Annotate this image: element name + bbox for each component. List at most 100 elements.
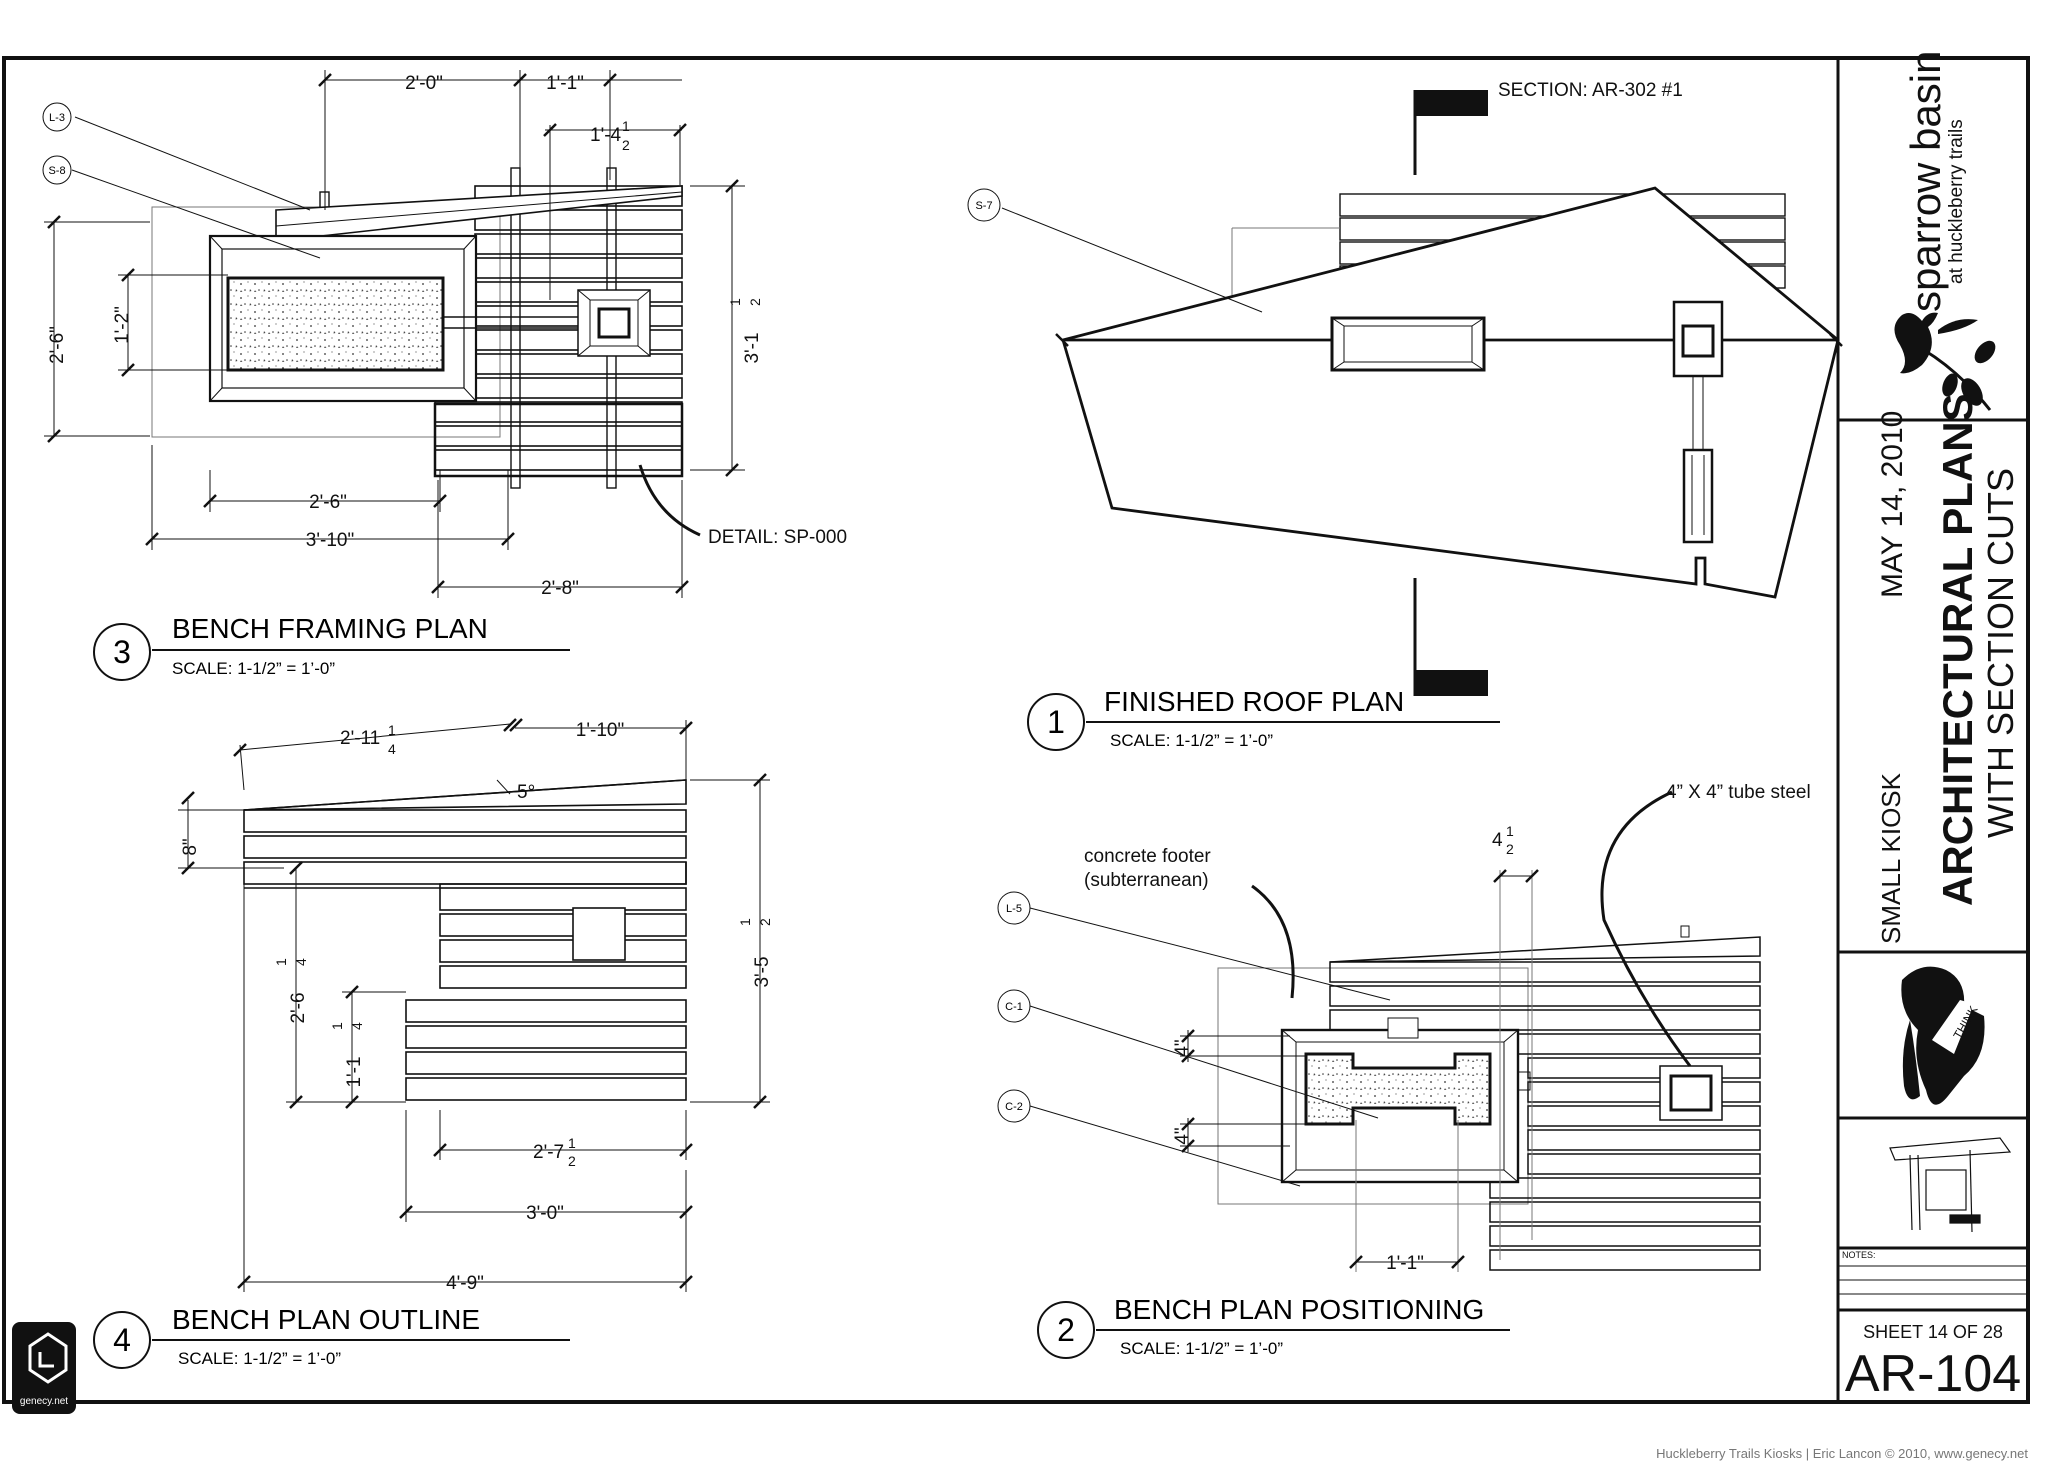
svg-text:1: 1 bbox=[329, 1022, 345, 1030]
svg-text:L-5: L-5 bbox=[1006, 903, 1022, 915]
svg-text:1: 1 bbox=[1506, 823, 1514, 839]
finished-roof-plan bbox=[1001, 186, 1843, 599]
svg-text:1: 1 bbox=[737, 918, 753, 926]
sheet-date: MAY 14, 2010 bbox=[1876, 410, 1909, 598]
svg-text:4": 4" bbox=[1172, 1127, 1193, 1144]
svg-text:2'-6": 2'-6" bbox=[309, 492, 347, 513]
svg-text:8": 8" bbox=[180, 838, 201, 855]
svg-text:3'-5: 3'-5 bbox=[752, 956, 773, 987]
svg-text:4: 4 bbox=[1492, 830, 1503, 851]
sheet-border bbox=[2, 56, 2030, 1404]
svg-text:SCALE: 1-1/2” = 1’-0”: SCALE: 1-1/2” = 1’-0” bbox=[1110, 731, 1273, 750]
svg-text:4: 4 bbox=[349, 1022, 365, 1030]
svg-text:C-1: C-1 bbox=[1005, 1001, 1023, 1013]
svg-text:3: 3 bbox=[113, 634, 131, 670]
sheet-number: AR-104 bbox=[1844, 1345, 2022, 1403]
svg-text:SCALE: 1-1/2” = 1’-0”: SCALE: 1-1/2” = 1’-0” bbox=[1120, 1339, 1283, 1358]
framing-tag-l3: L-3 bbox=[42, 102, 72, 132]
svg-text:1: 1 bbox=[568, 1135, 576, 1151]
svg-text:1'-1: 1'-1 bbox=[344, 1056, 365, 1087]
positioning-tag-c1: C-1 bbox=[997, 989, 1031, 1023]
view-title-3: 3 BENCH FRAMING PLAN SCALE: 1-1/2” = 1’-… bbox=[93, 613, 570, 681]
svg-text:2'-11: 2'-11 bbox=[340, 728, 380, 749]
sheet-title-line2: WITH SECTION CUTS bbox=[1980, 468, 2021, 838]
svg-text:5°: 5° bbox=[517, 782, 535, 803]
svg-text:2: 2 bbox=[1506, 841, 1514, 857]
outline-dimension-lines bbox=[178, 720, 770, 1292]
bench-framing-plan bbox=[71, 116, 701, 537]
brand-subtitle: at huckleberry trails bbox=[1946, 119, 1967, 284]
svg-text:4: 4 bbox=[388, 741, 396, 757]
svg-text:1'-4: 1'-4 bbox=[590, 125, 622, 146]
svg-text:4: 4 bbox=[293, 958, 309, 966]
notes-label: NOTES: bbox=[1842, 1250, 1876, 1260]
svg-text:FINISHED ROOF PLAN: FINISHED ROOF PLAN bbox=[1104, 686, 1404, 717]
framing-tag-s8: S-8 bbox=[42, 155, 72, 185]
positioning-tag-l5: L-5 bbox=[997, 891, 1031, 925]
brand-name: sparrow basin bbox=[1902, 50, 1949, 312]
framing-dimension-labels: 2'-0" 1'-1" 1'-4 1 2 2'-6" 1'-2" 3'-1 1 … bbox=[47, 73, 847, 599]
svg-text:1: 1 bbox=[727, 298, 743, 306]
svg-text:genecy.net: genecy.net bbox=[20, 1396, 68, 1407]
svg-text:2: 2 bbox=[1057, 1312, 1075, 1348]
kiosk-label: SMALL KIOSK bbox=[1876, 773, 1906, 944]
svg-text:BENCH PLAN POSITIONING: BENCH PLAN POSITIONING bbox=[1114, 1294, 1484, 1325]
svg-text:4'-9": 4'-9" bbox=[446, 1273, 484, 1294]
svg-text:1'-2": 1'-2" bbox=[112, 306, 133, 344]
outline-dimension-labels: 2'-11 1 4 1'-10" 5° 8" 2'-6 1 4 1'-1 1 4… bbox=[180, 720, 773, 1294]
positioning-tag-c2: C-2 bbox=[997, 1089, 1031, 1123]
positioning-labels: concrete footer (subterranean) 4” X 4” t… bbox=[1084, 782, 1811, 1274]
svg-text:SCALE: 1-1/2” = 1’-0”: SCALE: 1-1/2” = 1’-0” bbox=[172, 659, 335, 678]
svg-text:S-8: S-8 bbox=[48, 165, 65, 177]
svg-text:2'-8": 2'-8" bbox=[541, 578, 579, 599]
framing-dimension-ticks bbox=[47, 73, 739, 594]
svg-text:DETAIL: SP-000: DETAIL: SP-000 bbox=[708, 527, 847, 548]
framing-dimension-lines bbox=[44, 70, 745, 598]
svg-text:(subterranean): (subterranean) bbox=[1084, 870, 1209, 891]
svg-text:3'-10": 3'-10" bbox=[306, 530, 354, 551]
sheet-count: SHEET 14 OF 28 bbox=[1863, 1322, 2003, 1342]
svg-text:1'-1": 1'-1" bbox=[1386, 1253, 1424, 1274]
svg-text:4: 4 bbox=[113, 1322, 131, 1358]
svg-text:1: 1 bbox=[622, 118, 630, 134]
svg-text:4” X 4” tube steel: 4” X 4” tube steel bbox=[1666, 782, 1811, 803]
svg-text:2: 2 bbox=[568, 1153, 576, 1169]
bench-plan-outline bbox=[243, 779, 687, 1101]
svg-text:1'-10": 1'-10" bbox=[576, 720, 624, 741]
svg-text:2: 2 bbox=[622, 137, 630, 153]
footer-credit: Huckleberry Trails Kiosks | Eric Lancon … bbox=[1656, 1446, 2028, 1461]
view-title-1: 1 FINISHED ROOF PLAN SCALE: 1-1/2” = 1’-… bbox=[1027, 686, 1500, 751]
svg-text:S-7: S-7 bbox=[975, 200, 992, 212]
svg-text:3'-0": 3'-0" bbox=[526, 1203, 564, 1224]
section-cut-marker: SECTION: AR-302 #1 bbox=[1413, 80, 1683, 696]
svg-text:2: 2 bbox=[747, 298, 763, 306]
positioning-dimension-ticks bbox=[1181, 869, 1539, 1269]
svg-text:1: 1 bbox=[273, 958, 289, 966]
svg-text:C-2: C-2 bbox=[1005, 1101, 1023, 1113]
sparrow-bird-logo bbox=[1894, 312, 1996, 411]
view-title-2: 2 BENCH PLAN POSITIONING SCALE: 1-1/2” =… bbox=[1037, 1294, 1510, 1359]
title-block bbox=[1838, 418, 2028, 1312]
svg-text:L-3: L-3 bbox=[49, 112, 65, 124]
svg-text:BENCH PLAN OUTLINE: BENCH PLAN OUTLINE bbox=[172, 1304, 480, 1335]
bench-plan-positioning bbox=[1029, 790, 1761, 1272]
svg-text:BENCH FRAMING PLAN: BENCH FRAMING PLAN bbox=[172, 613, 488, 644]
svg-text:1: 1 bbox=[388, 722, 396, 738]
svg-text:3'-1: 3'-1 bbox=[742, 332, 763, 363]
svg-text:4": 4" bbox=[1172, 1039, 1193, 1056]
svg-text:2'-0": 2'-0" bbox=[405, 73, 443, 94]
roof-tag-s7: S-7 bbox=[967, 188, 1001, 222]
think-figure-icon bbox=[1901, 966, 1985, 1105]
genecy-logo: genecy.net bbox=[12, 1322, 76, 1414]
svg-text:2'-7: 2'-7 bbox=[533, 1142, 564, 1163]
svg-text:1: 1 bbox=[1047, 704, 1065, 740]
svg-text:concrete footer: concrete footer bbox=[1084, 846, 1211, 867]
svg-text:SECTION: AR-302 #1: SECTION: AR-302 #1 bbox=[1498, 80, 1683, 101]
view-title-4: 4 BENCH PLAN OUTLINE SCALE: 1-1/2” = 1’-… bbox=[93, 1304, 570, 1369]
outline-dimension-ticks bbox=[181, 718, 767, 1289]
svg-text:2'-6": 2'-6" bbox=[47, 326, 68, 364]
sheet-title-line1: ARCHITECTURAL PLANS bbox=[1934, 393, 1981, 906]
kiosk-sketch bbox=[1889, 1137, 2012, 1233]
svg-text:2: 2 bbox=[757, 918, 773, 926]
svg-text:1'-1": 1'-1" bbox=[546, 73, 584, 94]
